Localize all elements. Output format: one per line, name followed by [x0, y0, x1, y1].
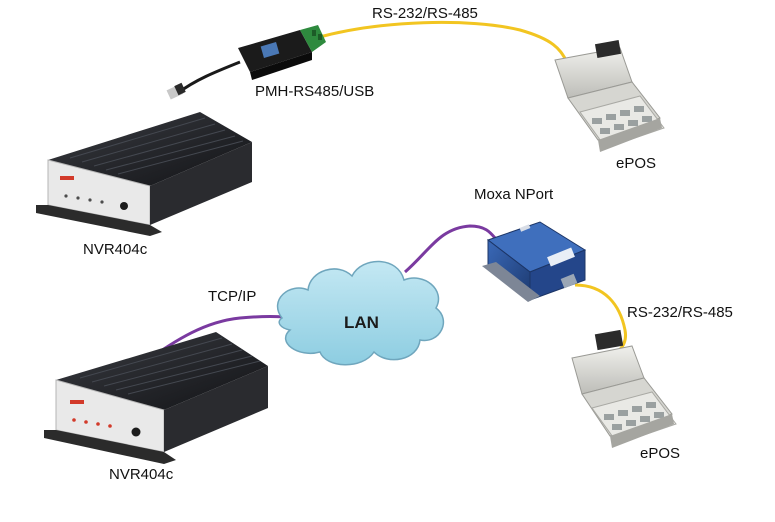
moxa-nport-device	[482, 221, 587, 302]
usb-adapter-device	[238, 25, 326, 80]
epos-label-bottom: ePOS	[640, 445, 681, 462]
serial-label-bottom: RS-232/RS-485	[627, 304, 733, 321]
serial-cable-top	[315, 20, 568, 61]
network-cable-moxa	[404, 224, 497, 274]
moxa-label: Moxa NPort	[474, 186, 554, 203]
nvr-recorder-bottom	[44, 332, 268, 464]
lan-cloud	[276, 260, 445, 366]
epos-register-bottom	[571, 329, 677, 448]
usb-cable	[177, 60, 241, 95]
lan-label: LAN	[344, 313, 379, 332]
epos-label-top: ePOS	[616, 155, 657, 172]
usb-plug-icon	[166, 82, 186, 100]
nvr-recorder-top	[36, 112, 252, 236]
usb-adapter-label: PMH-RS485/USB	[255, 83, 375, 100]
serial-label-top: RS-232/RS-485	[372, 5, 478, 22]
tcpip-label: TCP/IP	[208, 288, 257, 305]
nvr-label-bottom: NVR404c	[109, 466, 174, 483]
nvr-label-top: NVR404c	[83, 241, 148, 258]
epos-register-top	[554, 40, 665, 152]
